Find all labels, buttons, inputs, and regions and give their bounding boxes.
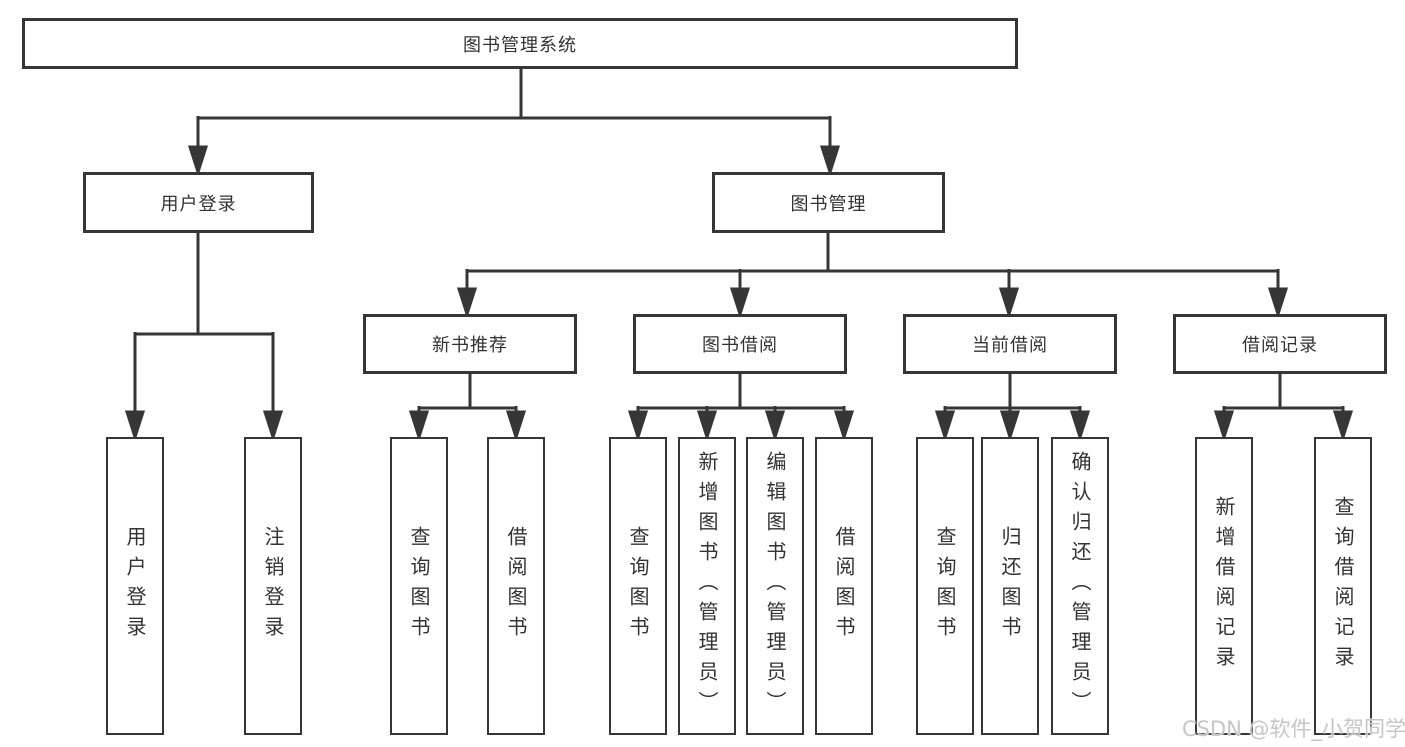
node-label: 图书借阅	[702, 335, 778, 356]
leaf-label: 新增图书（管理员）	[695, 451, 719, 721]
leaf-label: 编辑图书（管理员）	[763, 451, 787, 721]
leaf-logout: 注销登录	[244, 437, 302, 735]
leaf-label: 查询图书	[626, 526, 650, 646]
leaf-return-books: 归还图书	[981, 437, 1039, 735]
leaf-query-books-current: 查询图书	[916, 437, 974, 735]
leaf-add-books-admin: 新增图书（管理员）	[678, 437, 736, 735]
leaf-query-books-recommend: 查询图书	[390, 437, 448, 735]
leaf-label: 用户登录	[123, 526, 147, 646]
node-library-management-system: 图书管理系统	[22, 18, 1018, 69]
leaf-query-borrow-record: 查询借阅记录	[1314, 437, 1372, 735]
node-current-borrow: 当前借阅	[903, 314, 1117, 374]
leaf-label: 查询图书	[407, 526, 431, 646]
node-label: 图书管理	[790, 193, 867, 215]
csdn-watermark: CSDN @软件_小贺同学	[1182, 717, 1405, 741]
leaf-label: 新增借阅记录	[1212, 496, 1236, 676]
leaf-label: 查询借阅记录	[1331, 496, 1355, 676]
node-book-borrow: 图书借阅	[633, 314, 847, 374]
node-borrow-record: 借阅记录	[1173, 314, 1387, 374]
node-label: 新书推荐	[432, 335, 508, 356]
leaf-add-borrow-record: 新增借阅记录	[1195, 437, 1253, 735]
node-label: 用户登录	[160, 193, 237, 215]
leaf-label: 查询图书	[933, 526, 957, 646]
leaf-borrow-books: 借阅图书	[815, 437, 873, 735]
node-book-management: 图书管理	[712, 172, 945, 233]
leaf-confirm-return-admin: 确认归还（管理员）	[1051, 437, 1109, 735]
node-label: 当前借阅	[972, 335, 1048, 356]
leaf-label: 借阅图书	[504, 526, 528, 646]
leaf-edit-books-admin: 编辑图书（管理员）	[746, 437, 804, 735]
leaf-query-books: 查询图书	[609, 437, 667, 735]
leaf-user-login: 用户登录	[106, 437, 164, 735]
leaf-label: 注销登录	[261, 526, 285, 646]
node-user-login: 用户登录	[83, 172, 314, 233]
node-new-book-recommend: 新书推荐	[363, 314, 577, 374]
leaf-label: 归还图书	[998, 526, 1022, 646]
leaf-label: 确认归还（管理员）	[1068, 451, 1092, 721]
leaf-borrow-books-recommend: 借阅图书	[487, 437, 545, 735]
leaf-label: 借阅图书	[832, 526, 856, 646]
node-label: 借阅记录	[1242, 335, 1318, 356]
node-label: 图书管理系统	[463, 34, 577, 56]
